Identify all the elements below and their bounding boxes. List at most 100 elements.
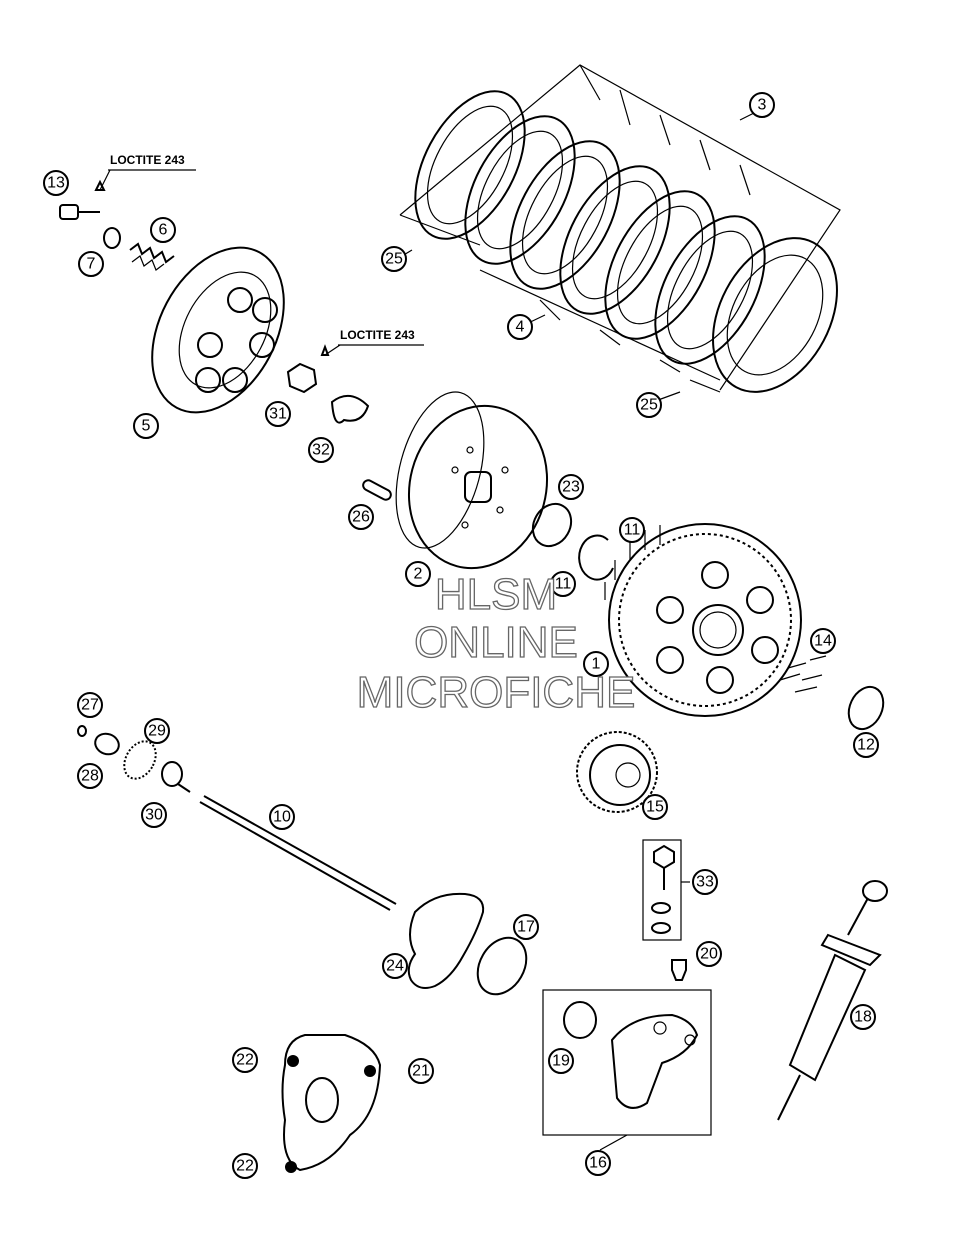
svg-text:13: 13 — [47, 175, 65, 192]
callout-7: 7 — [78, 251, 104, 277]
nut-31 — [286, 362, 318, 394]
o-ring-17 — [476, 936, 528, 996]
circlip-11 — [578, 534, 614, 581]
washer-28 — [94, 732, 120, 756]
needle-bearing-29 — [123, 740, 157, 780]
svg-text:20: 20 — [700, 946, 718, 963]
loctite-note-2: LOCTITE 243 — [340, 328, 415, 342]
clutch-basket-gear — [604, 523, 802, 717]
spring-6 — [129, 242, 175, 271]
callout-27: 27 — [77, 692, 103, 718]
callout-3: 3 — [749, 92, 775, 118]
rollers-14 — [779, 655, 827, 693]
callout-1: 1 — [583, 651, 609, 677]
svg-text:15: 15 — [646, 799, 664, 816]
callout-11a: 11 — [619, 517, 645, 543]
callout-25b: 25 — [636, 392, 662, 418]
svg-text:21: 21 — [412, 1063, 430, 1080]
callout-11b: 11 — [550, 571, 576, 597]
svg-text:ONLINE: ONLINE — [414, 618, 578, 667]
callout-4: 4 — [507, 314, 533, 340]
svg-text:22: 22 — [236, 1158, 254, 1175]
callout-13: 13 — [43, 170, 69, 196]
callout-10: 10 — [269, 804, 295, 830]
callout-6: 6 — [150, 217, 176, 243]
washer-7 — [103, 227, 121, 249]
svg-text:29: 29 — [148, 723, 166, 740]
thrust-washer-12 — [847, 685, 885, 731]
callout-2: 2 — [405, 561, 431, 587]
svg-text:6: 6 — [159, 222, 168, 239]
callout-26: 26 — [348, 504, 374, 530]
callout-33: 33 — [692, 869, 718, 895]
svg-text:17: 17 — [517, 919, 535, 936]
svg-text:4: 4 — [516, 319, 525, 336]
callout-24: 24 — [382, 953, 408, 979]
svg-text:25: 25 — [640, 397, 658, 414]
lock-washer-32 — [330, 395, 370, 424]
svg-text:7: 7 — [87, 256, 96, 273]
callout-29: 29 — [144, 718, 170, 744]
watermark: HLSM ONLINE MICROFICHE — [356, 569, 636, 717]
svg-text:10: 10 — [273, 809, 291, 826]
svg-text:18: 18 — [854, 1009, 872, 1026]
clutch-hub — [395, 391, 549, 570]
svg-text:30: 30 — [145, 807, 163, 824]
gasket-24 — [407, 892, 485, 989]
svg-text:31: 31 — [269, 406, 287, 423]
callout-19: 19 — [548, 1048, 574, 1074]
callout-28: 28 — [77, 763, 103, 789]
svg-text:MICROFICHE: MICROFICHE — [357, 668, 636, 717]
slave-cylinder-cover — [281, 1034, 382, 1173]
callout-32: 32 — [308, 437, 334, 463]
svg-text:23: 23 — [562, 479, 580, 496]
push-rod-10 — [199, 795, 397, 911]
callout-15: 15 — [642, 794, 668, 820]
svg-text:11: 11 — [555, 576, 572, 593]
callout-16: 16 — [585, 1150, 611, 1176]
svg-text:32: 32 — [312, 442, 330, 459]
svg-text:5: 5 — [142, 418, 151, 435]
callout-22b: 22 — [232, 1153, 258, 1179]
syringe-18 — [777, 880, 888, 1121]
svg-text:25: 25 — [385, 251, 403, 268]
pressure-piece-30 — [161, 761, 191, 793]
svg-text:27: 27 — [81, 697, 99, 714]
ball-27 — [77, 725, 87, 737]
svg-text:22: 22 — [236, 1052, 254, 1069]
svg-text:19: 19 — [552, 1053, 570, 1070]
callout-5: 5 — [133, 413, 159, 439]
pressure-plate — [151, 246, 285, 414]
screw-20 — [671, 959, 687, 981]
bleed-kit-33 — [642, 839, 682, 941]
callout-30: 30 — [141, 802, 167, 828]
clutch-disc-stack — [399, 64, 841, 393]
thrust-washer-23 — [531, 502, 573, 548]
callout-23: 23 — [558, 474, 584, 500]
pin-26 — [362, 479, 392, 501]
callout-25a: 25 — [381, 246, 407, 272]
svg-text:28: 28 — [81, 768, 99, 785]
svg-text:16: 16 — [589, 1155, 607, 1172]
callout-17: 17 — [513, 914, 539, 940]
svg-text:33: 33 — [696, 874, 714, 891]
svg-text:HLSM: HLSM — [435, 570, 557, 619]
callout-12: 12 — [853, 732, 879, 758]
svg-text:2: 2 — [414, 566, 423, 583]
callout-18: 18 — [850, 1004, 876, 1030]
callout-20: 20 — [696, 941, 722, 967]
loctite-note-1: LOCTITE 243 — [110, 153, 185, 167]
gear-15 — [576, 731, 658, 813]
svg-text:24: 24 — [386, 958, 404, 975]
svg-text:12: 12 — [857, 737, 875, 754]
callout-14: 14 — [810, 628, 836, 654]
callout-21: 21 — [408, 1058, 434, 1084]
svg-text:1: 1 — [592, 656, 601, 673]
svg-text:3: 3 — [758, 97, 767, 114]
svg-text:11: 11 — [624, 522, 641, 539]
svg-text:14: 14 — [814, 633, 832, 650]
callout-31: 31 — [265, 401, 291, 427]
svg-text:26: 26 — [352, 509, 370, 526]
slave-cylinder-16 — [542, 989, 712, 1151]
